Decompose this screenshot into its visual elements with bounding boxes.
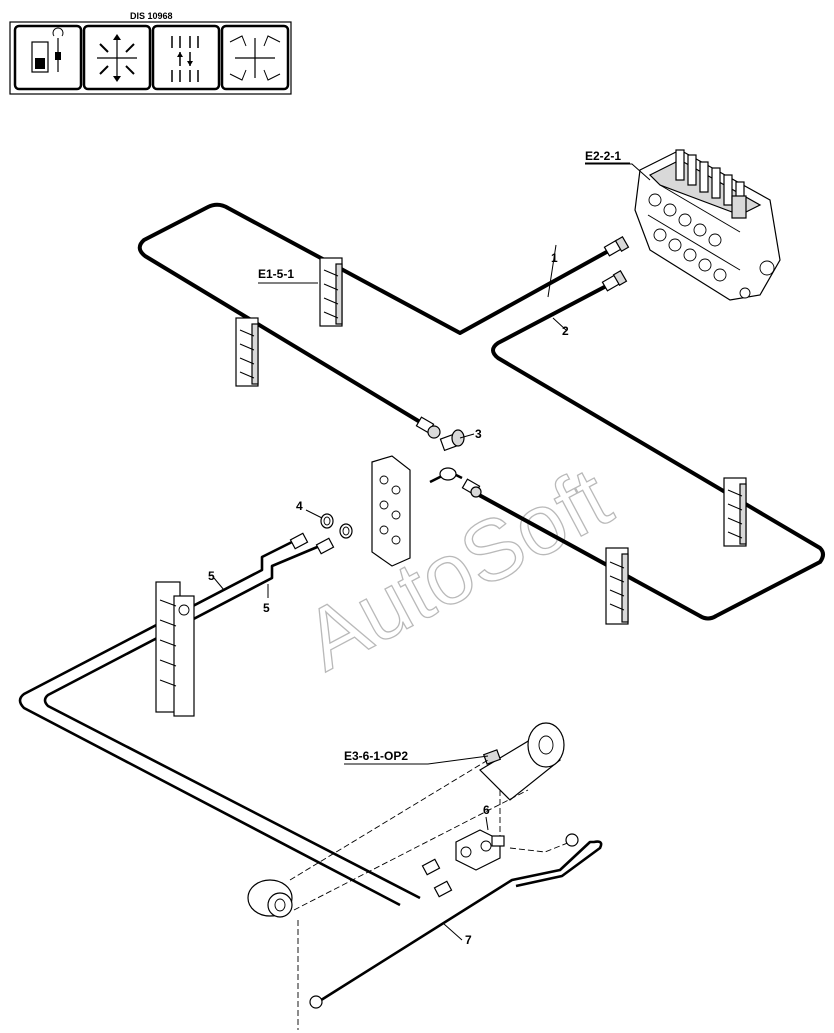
hose-1-fitting-end [415, 416, 441, 439]
clamp-bracket-right-upper [723, 477, 747, 547]
callout-7: 7 [465, 933, 472, 947]
cylinder-rod-end [247, 879, 293, 918]
tube-7-fittings [309, 833, 579, 1009]
nut-4a [320, 513, 334, 529]
hose-2-fitting-end [461, 478, 482, 498]
control-lever-icon [13, 24, 83, 91]
drawing-code: DIS 10968 [130, 11, 173, 21]
hose-5-inner [43, 543, 421, 900]
tube-7 [317, 840, 603, 1004]
hose-1-valve-end [603, 235, 630, 257]
valve-ports [648, 193, 775, 299]
callout-6: 6 [483, 803, 490, 817]
hose-2-valve-end [601, 269, 628, 292]
callout-2-leader [552, 317, 567, 331]
cylinder-label-leader [344, 755, 489, 765]
callout-3-leader [459, 433, 475, 439]
callout-1-leader [547, 244, 557, 298]
excavator-movement-icon [220, 24, 290, 91]
hydraulic-cylinder [479, 722, 565, 801]
hose-1 [137, 202, 613, 430]
hose-5-fittings [289, 532, 453, 898]
header-icon-strip: DIS 10968 [9, 11, 292, 95]
callout-5b: 5 [263, 601, 270, 615]
boom-movement-icon [82, 24, 152, 91]
mounting-plate [371, 455, 411, 567]
cylinder-assembly-label: E3-6-1-OP2 [344, 749, 408, 763]
valve-label-leader [585, 163, 651, 181]
phantom-line-5 [509, 841, 571, 853]
arrows-pattern-icon [151, 24, 221, 91]
nut-4b [339, 523, 353, 539]
fitting-3 [439, 429, 465, 452]
callout-7-leader [443, 923, 463, 941]
valve-block-6 [455, 829, 505, 871]
watermark-text: AutoSoft [289, 449, 625, 689]
hose-2 [469, 281, 825, 621]
clamp-bracket-lower-left [155, 581, 195, 717]
callout-4: 4 [296, 499, 303, 513]
callout-1: 1 [551, 251, 558, 265]
clamp-bracket-left [235, 317, 259, 387]
clamp-bracket-e1-5-1 [319, 257, 343, 327]
elbow-fitting [429, 467, 463, 484]
phantom-line-1 [289, 759, 489, 881]
valve-assembly-label: E2-2-1 [585, 149, 621, 163]
callout-2: 2 [562, 324, 569, 338]
callout-3: 3 [475, 427, 482, 441]
valve-spools [675, 149, 747, 219]
phantom-line-2 [293, 789, 529, 911]
callout-6-leader [485, 816, 489, 831]
bracket-assembly-label: E1-5-1 [258, 267, 294, 281]
callout-5a-leader [213, 577, 225, 591]
clamp-bracket-right-lower [605, 547, 629, 625]
control-valve [634, 149, 781, 301]
callout-5a: 5 [208, 569, 215, 583]
callout-4-leader [305, 509, 323, 519]
